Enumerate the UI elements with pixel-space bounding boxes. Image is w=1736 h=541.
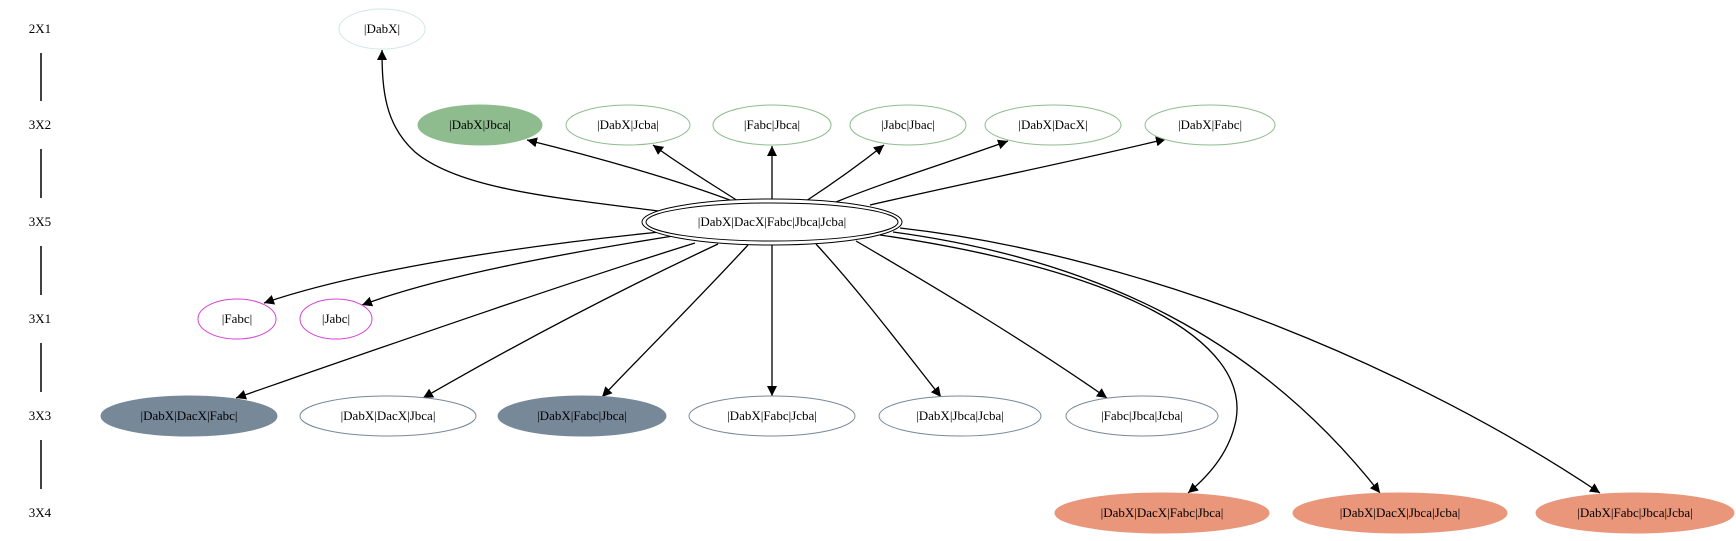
node-n-dabx-dacx-fabc[interactable]: |DabX|DacX|Fabc| [100,395,278,437]
node-label: |DabX|DacX|Jbca| [341,408,436,423]
node-shape [984,104,1122,146]
edge-root-to-n_dabx_fabc_jbca_jcba [899,227,1601,494]
node-n-fabc-jbca[interactable]: |Fabc|Jbca| [712,104,832,146]
node-shape [878,395,1042,437]
edge-root-to-n_dabx_dacx_jbca_jcba [892,231,1381,494]
node-shape [1144,104,1276,146]
node-shape [1065,395,1219,437]
node-shape [641,198,903,246]
node-shape [197,298,277,340]
node-n-dabx-jbca[interactable]: |DabX|Jbca| [417,104,543,146]
node-shape [1535,492,1735,534]
node-label: |DabX|DacX|Fabc| [140,408,237,423]
node-shape [497,395,667,437]
level-label-3x2: 3X2 [29,117,51,132]
node-label: |DabX|Fabc| [1178,117,1242,132]
node-n-dabx-dacx[interactable]: |DabX|DacX| [984,104,1122,146]
node-label: |DabX|DacX|Fabc|Jbca| [1101,505,1224,520]
node-label: |Fabc|Jbca| [744,117,800,132]
node-label: |DabX|DacX| [1018,117,1087,132]
node-n-dabx-fabc-jbca-jcba[interactable]: |DabX|Fabc|Jbca|Jcba| [1535,492,1735,534]
edge-root-to-n_jabc_jbac [805,144,885,202]
node-label: |DabX|Jcba| [597,117,659,132]
node-shape [338,8,426,50]
node-label: |Fabc| [222,311,252,326]
edge-root-to-n_fabc [263,231,661,305]
node-label: |DabX|Jbca|Jcba| [916,408,1004,423]
node-n-dabx-fabc[interactable]: |DabX|Fabc| [1144,104,1276,146]
node-shape [299,298,373,340]
edge-root-to-n_dabx_dacx_fabc [235,242,696,400]
node-n-fabc-jbca-jcba[interactable]: |Fabc|Jbca|Jcba| [1065,395,1219,437]
node-label: |DabX| [364,21,400,36]
edge-root-to-n_dabx_fabc_jbca [601,244,749,398]
node-n-dabx-dacx-jbca-jcba[interactable]: |DabX|DacX|Jbca|Jcba| [1292,492,1508,534]
level-label-3x4: 3X4 [29,505,52,520]
node-shape-inner [645,202,899,242]
node-label: |DabX|Jbca| [449,117,511,132]
edge-root-to-n_dabx_dacx_fabc_jbca [879,234,1238,494]
node-shape [688,395,856,437]
node-label: |DabX|Fabc|Jcba| [727,408,817,423]
node-shape [565,104,691,146]
node-n-dabx-fabc-jcba[interactable]: |DabX|Fabc|Jcba| [688,395,856,437]
node-shape [712,104,832,146]
node-label: |DabX|DacX|Fabc|Jbca|Jcba| [698,214,846,229]
edge-root-to-n_dabx_jcba [652,144,739,202]
edge-root-to-n_dabx_jbca_jcba [815,243,942,398]
node-shape [299,395,477,437]
edge-root-to-n_dabx_dacx [835,139,1009,203]
node-label: |DabX|Fabc|Jbca| [537,408,627,423]
node-root[interactable]: |DabX|DacX|Fabc|Jbca|Jcba| [641,198,903,246]
level-label-2x1: 2X1 [29,21,51,36]
node-n-fabc[interactable]: |Fabc| [197,298,277,340]
edge-root-to-n_jabc [361,235,674,307]
edges [235,49,1601,494]
node-shape [417,104,543,146]
node-shape [1054,492,1270,534]
node-label: |Jabc|Jbac| [881,117,935,132]
edge-root-to-n_dabx [377,49,667,213]
node-n-dabx-dacx-fabc-jbca[interactable]: |DabX|DacX|Fabc|Jbca| [1054,492,1270,534]
node-shape [1292,492,1508,534]
node-label: |Jabc| [322,311,350,326]
node-n-dabx-dacx-jbca[interactable]: |DabX|DacX|Jbca| [299,395,477,437]
node-n-dabx-jcba[interactable]: |DabX|Jcba| [565,104,691,146]
node-n-dabx[interactable]: |DabX| [338,8,426,50]
node-n-jabc[interactable]: |Jabc| [299,298,373,340]
node-label: |DabX|Fabc|Jbca|Jcba| [1577,505,1693,520]
edge-root-to-n_dabx_jbca [526,137,736,203]
level-label-3x5: 3X5 [29,214,51,229]
node-shape [849,104,967,146]
node-shape [100,395,278,437]
edge-root-to-n_dabx_fabc [869,136,1167,206]
edge-root-to-n_dabx_dacx_jbca [422,243,719,399]
level-label-3x3: 3X3 [29,408,51,423]
node-n-dabx-fabc-jbca[interactable]: |DabX|Fabc|Jbca| [497,395,667,437]
nodes: |DabX|DacX|Fabc|Jbca|Jcba| |DabX| |DabX|Jb… [100,8,1735,534]
node-n-dabx-jbca-jcba[interactable]: |DabX|Jbca|Jcba| [878,395,1042,437]
node-label: |Fabc|Jbca|Jcba| [1101,408,1183,423]
node-n-jabc-jbac[interactable]: |Jabc|Jbac| [849,104,967,146]
edge-root-to-n_fabc_jbca_jcba [855,240,1108,399]
level-label-3x1: 3X1 [29,311,51,326]
node-label: |DabX|DacX|Jbca|Jcba| [1340,505,1461,520]
level-axis: 2X1 3X2 3X5 3X1 3X3 3X4 [29,21,52,520]
